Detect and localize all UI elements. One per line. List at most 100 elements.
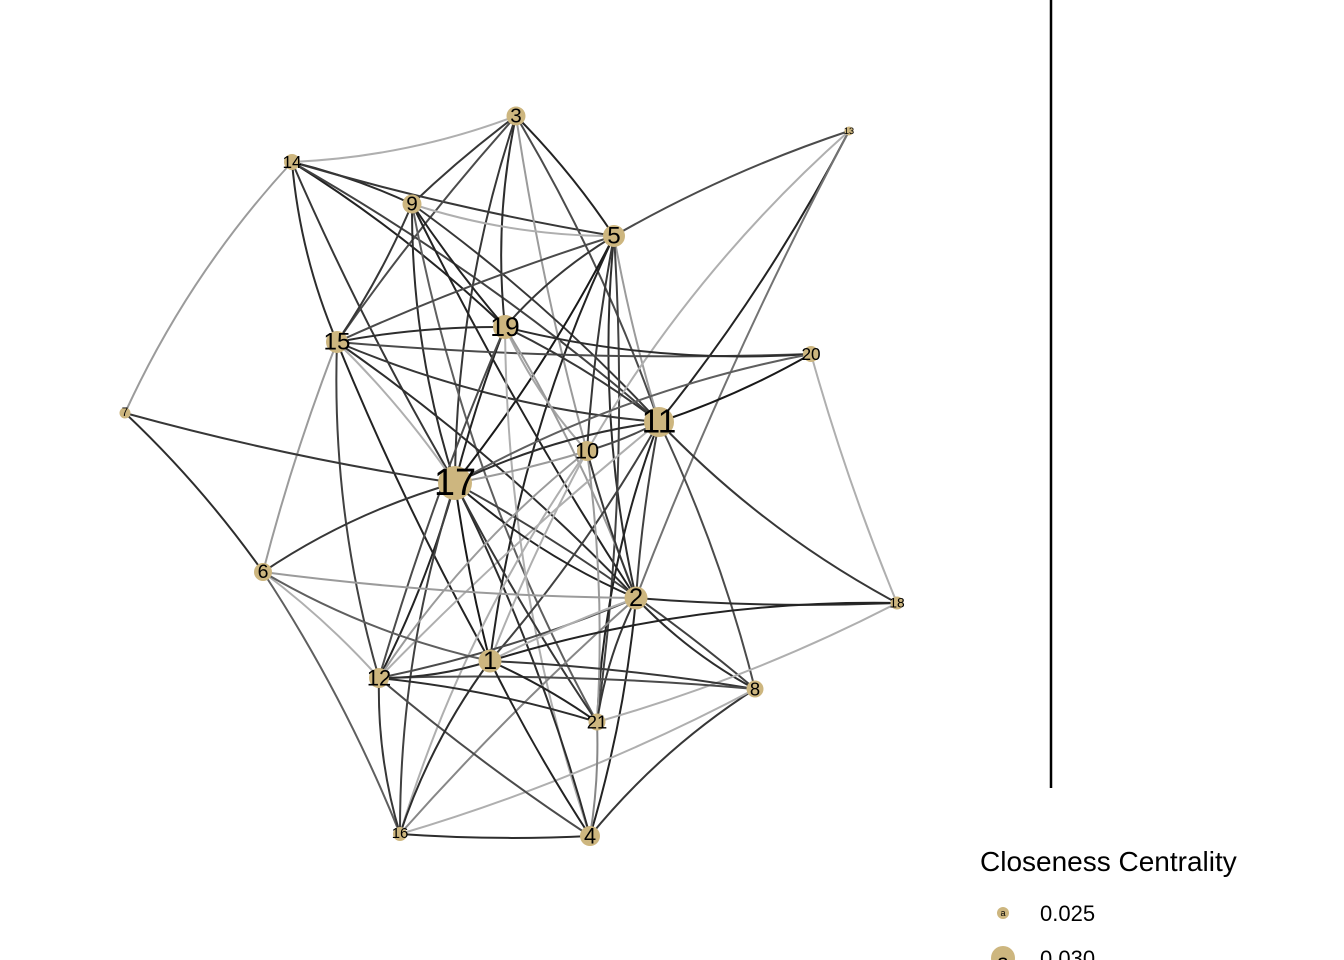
- edge-20-18: [810, 353, 898, 604]
- legend-entry-1-label: 0.025: [1040, 901, 1095, 926]
- edge-5-19: [504, 235, 615, 328]
- edge-2-8: [635, 597, 756, 690]
- legend-entry-1-glyph: a: [1000, 908, 1005, 918]
- edge-9-17: [410, 203, 456, 484]
- node-9: 9: [402, 193, 422, 216]
- edge-15-1: [336, 341, 491, 662]
- edge-11-12: [378, 421, 660, 679]
- edge-13-10: [586, 130, 850, 452]
- edge-10-1: [489, 450, 588, 662]
- edge-15-20: [336, 341, 812, 358]
- edge-9-5: [411, 203, 615, 238]
- edge-17-21: [454, 482, 598, 723]
- edge-5-1: [489, 235, 615, 662]
- edge-9-15: [336, 203, 413, 343]
- node-2-circle: [624, 586, 648, 610]
- edge-2-16: [399, 597, 637, 835]
- edge-5-15: [336, 235, 615, 343]
- edge-6-2: [262, 571, 637, 599]
- node-20-label: 20: [801, 344, 820, 364]
- edge-1-4: [489, 660, 591, 837]
- node-16-label: 16: [392, 826, 409, 842]
- edge-7-6: [124, 412, 264, 573]
- node-7-label: 7: [122, 407, 128, 419]
- legend-entry-2-symbol: [991, 946, 1015, 960]
- edge-5-2: [607, 235, 637, 599]
- edge-1-16: [399, 660, 491, 835]
- edge-12-21: [378, 677, 598, 723]
- node-10-label: 10: [575, 439, 599, 464]
- node-10: 10: [575, 439, 599, 464]
- node-6-circle: [254, 563, 272, 581]
- edge-8-16: [399, 688, 756, 835]
- node-21-label: 21: [587, 712, 607, 733]
- edge-15-19: [336, 325, 506, 343]
- edge-6-16: [262, 571, 401, 835]
- edge-2-4: [589, 597, 637, 837]
- node-9-label: 9: [406, 193, 418, 216]
- edge-5-21: [596, 235, 621, 723]
- node-13-circle: [844, 126, 854, 136]
- edge-9-11: [411, 203, 660, 423]
- edge-18-1: [489, 601, 898, 662]
- edge-19-2: [504, 326, 637, 599]
- edge-14-17: [291, 161, 456, 484]
- node-15: 15: [324, 329, 351, 356]
- node-14: 14: [282, 152, 302, 172]
- edge-18-21: [596, 602, 898, 723]
- node-12-label: 12: [367, 666, 391, 691]
- edge-11-17: [454, 421, 660, 484]
- edge-17-4: [454, 482, 591, 837]
- node-17: 17: [434, 462, 476, 504]
- node-8: 8: [746, 679, 764, 700]
- legend-entry-1: a 0.025: [997, 901, 1095, 926]
- node-19-circle: [493, 315, 517, 339]
- node-3-label: 3: [510, 105, 522, 128]
- edge-17-6: [262, 482, 456, 573]
- node-12-circle: [369, 668, 389, 688]
- node-5-label: 5: [607, 223, 620, 250]
- node-2: 2: [624, 584, 648, 612]
- edge-14-19: [291, 161, 506, 328]
- edge-10-2: [586, 450, 637, 599]
- node-21-circle: [588, 713, 606, 731]
- node-15-label: 15: [324, 329, 351, 356]
- edge-3-10: [515, 115, 588, 452]
- legend-entry-1-symbol: [997, 907, 1009, 919]
- node-14-label: 14: [282, 152, 302, 172]
- edge-11-8: [658, 421, 756, 690]
- node-18-label: 18: [889, 596, 905, 611]
- edge-12-16: [377, 677, 401, 835]
- edge-20-17: [454, 353, 812, 484]
- edge-11-1: [489, 421, 660, 662]
- edge-5-10: [586, 235, 615, 452]
- edge-15-12: [335, 341, 380, 679]
- node-11-circle: [644, 407, 674, 437]
- edge-2-18: [635, 597, 898, 606]
- node-4-label: 4: [584, 824, 596, 849]
- edge-10-12: [378, 450, 588, 679]
- node-5-circle: [603, 225, 625, 247]
- edge-20-11: [658, 353, 812, 423]
- node-9-circle: [402, 194, 422, 214]
- edge-9-19: [411, 203, 506, 328]
- node-16-circle: [393, 827, 407, 841]
- node-20: 20: [801, 344, 820, 364]
- node-11-label: 11: [642, 404, 677, 441]
- edge-8-12: [378, 675, 756, 690]
- edge-12-1: [378, 660, 491, 680]
- edge-3-11: [515, 115, 660, 423]
- legend-entry-2-glyph: a: [997, 950, 1010, 960]
- node-1-label: 1: [483, 647, 497, 675]
- edge-17-8: [454, 482, 756, 690]
- node-20-circle: [803, 346, 819, 362]
- legend: Closeness Centrality a 0.025 a 0.030: [980, 846, 1237, 960]
- node-3-circle: [506, 106, 526, 126]
- node-12: 12: [367, 666, 391, 691]
- edge-19-20: [504, 326, 812, 358]
- edge-12-4: [378, 677, 591, 837]
- edge-21-4: [589, 721, 599, 837]
- edge-13-2: [635, 130, 850, 599]
- legend-title: Closeness Centrality: [980, 846, 1237, 877]
